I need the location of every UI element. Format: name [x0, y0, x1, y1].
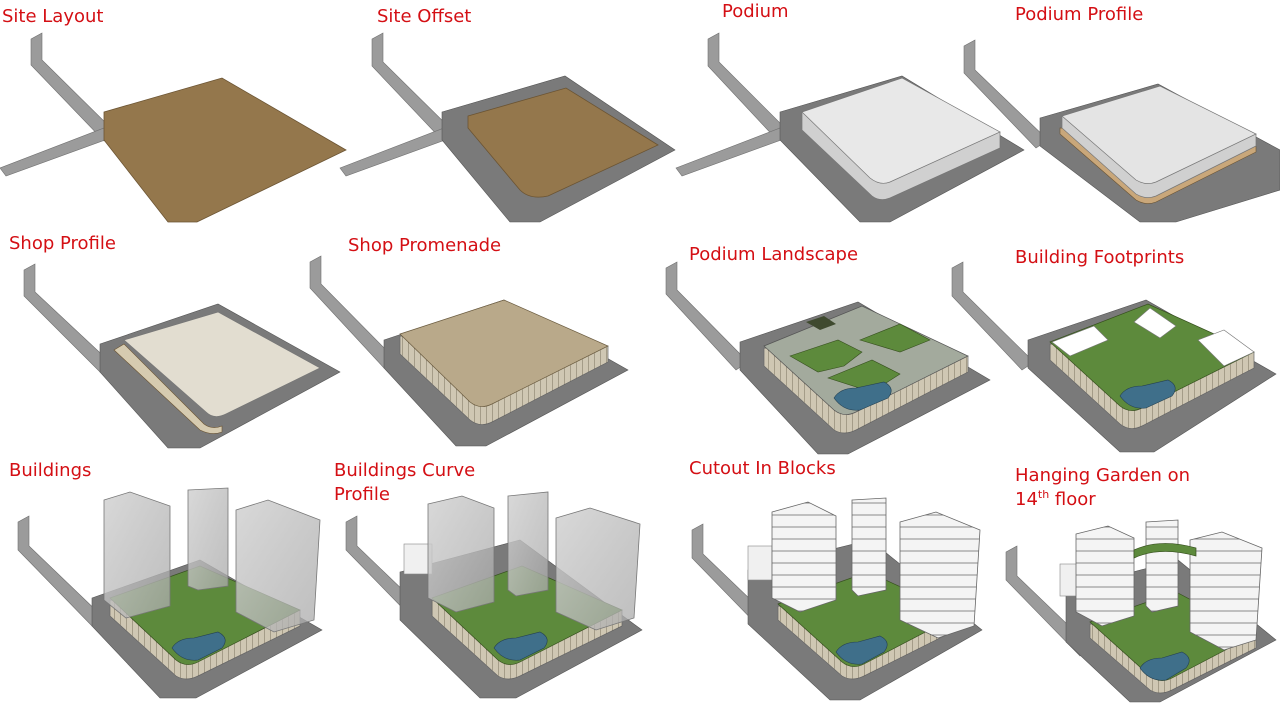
label-buildings: Buildings	[9, 460, 92, 481]
road-north	[30, 32, 117, 142]
pond	[493, 631, 548, 661]
label-building-footprints: Building Footprints	[1015, 247, 1185, 268]
label-site-offset: Site Offset	[377, 6, 472, 27]
tower-east	[1189, 531, 1263, 651]
site-plot-offset	[467, 87, 659, 198]
podium-top	[801, 77, 1001, 184]
road-west	[0, 127, 117, 177]
label-buildings-curve-profile-line1: Buildings Curve	[334, 460, 476, 481]
label-hanging-garden-line1: Hanging Garden on	[1015, 465, 1191, 486]
panel-cutout-in-blocks	[691, 497, 983, 701]
site-plot	[103, 77, 347, 223]
tower-center	[507, 491, 549, 597]
panel-hanging-garden	[1005, 519, 1277, 703]
road-north	[665, 261, 749, 371]
pond	[835, 635, 888, 665]
label-podium: Podium	[722, 1, 789, 22]
panel-shop-profile	[23, 263, 341, 449]
label-shop-profile: Shop Profile	[9, 233, 116, 254]
panel-shop-promenade	[309, 255, 629, 447]
panel-podium-landscape	[665, 261, 991, 455]
road-north	[17, 515, 105, 627]
label-cutout-in-blocks: Cutout In Blocks	[689, 458, 836, 479]
panel-site-layout	[0, 32, 347, 223]
hanging-garden-bridge	[1133, 543, 1197, 559]
panel-buildings	[17, 487, 323, 699]
road-west	[675, 127, 793, 177]
footprint-north	[1133, 307, 1177, 339]
label-podium-landscape: Podium Landscape	[689, 244, 859, 265]
tower-center	[187, 487, 229, 591]
road-north	[951, 261, 1035, 371]
shop-profile-strip	[113, 343, 223, 434]
podium-top	[1061, 85, 1257, 184]
panel-podium-profile	[963, 39, 1280, 223]
tower-west	[427, 495, 495, 613]
tower-west	[103, 491, 171, 619]
footprint-west	[1051, 325, 1109, 357]
pond	[833, 381, 892, 411]
panel-building-footprints	[951, 261, 1277, 453]
tower-center	[851, 497, 887, 597]
courtyard-dark	[806, 316, 836, 330]
annex-block	[747, 545, 773, 581]
tower-center	[1145, 519, 1179, 613]
pond	[1139, 651, 1190, 681]
lawn	[789, 323, 931, 393]
tower-west	[1075, 525, 1135, 627]
label-hanging-garden-line2: 14th floor	[1015, 488, 1096, 512]
label-podium-profile: Podium Profile	[1015, 4, 1144, 25]
label-site-layout: Site Layout	[2, 6, 104, 27]
podium-deck	[1049, 303, 1255, 411]
tower-east	[899, 511, 981, 639]
pond	[1119, 379, 1176, 409]
tower-east	[235, 499, 321, 633]
tower-east	[555, 507, 641, 631]
tower-west	[771, 501, 837, 613]
footprint-east	[1197, 329, 1255, 367]
label-shop-promenade: Shop Promenade	[348, 235, 502, 256]
promenade-top	[399, 299, 609, 407]
road-north	[309, 255, 397, 369]
road-west	[339, 127, 457, 177]
road-north	[23, 263, 113, 373]
panel-site-offset	[339, 32, 676, 223]
panel-buildings-curve-profile	[345, 491, 643, 699]
pond	[171, 631, 226, 661]
road-north	[707, 32, 791, 142]
floor-word: floor	[1049, 489, 1096, 510]
annex-block	[403, 543, 433, 575]
floor-number: 14	[1015, 489, 1038, 510]
label-buildings-curve-profile-line2: Profile	[334, 484, 390, 505]
panel-podium	[675, 32, 1025, 223]
shop-floor	[123, 311, 321, 417]
floor-ordinal-suffix: th	[1037, 488, 1050, 501]
